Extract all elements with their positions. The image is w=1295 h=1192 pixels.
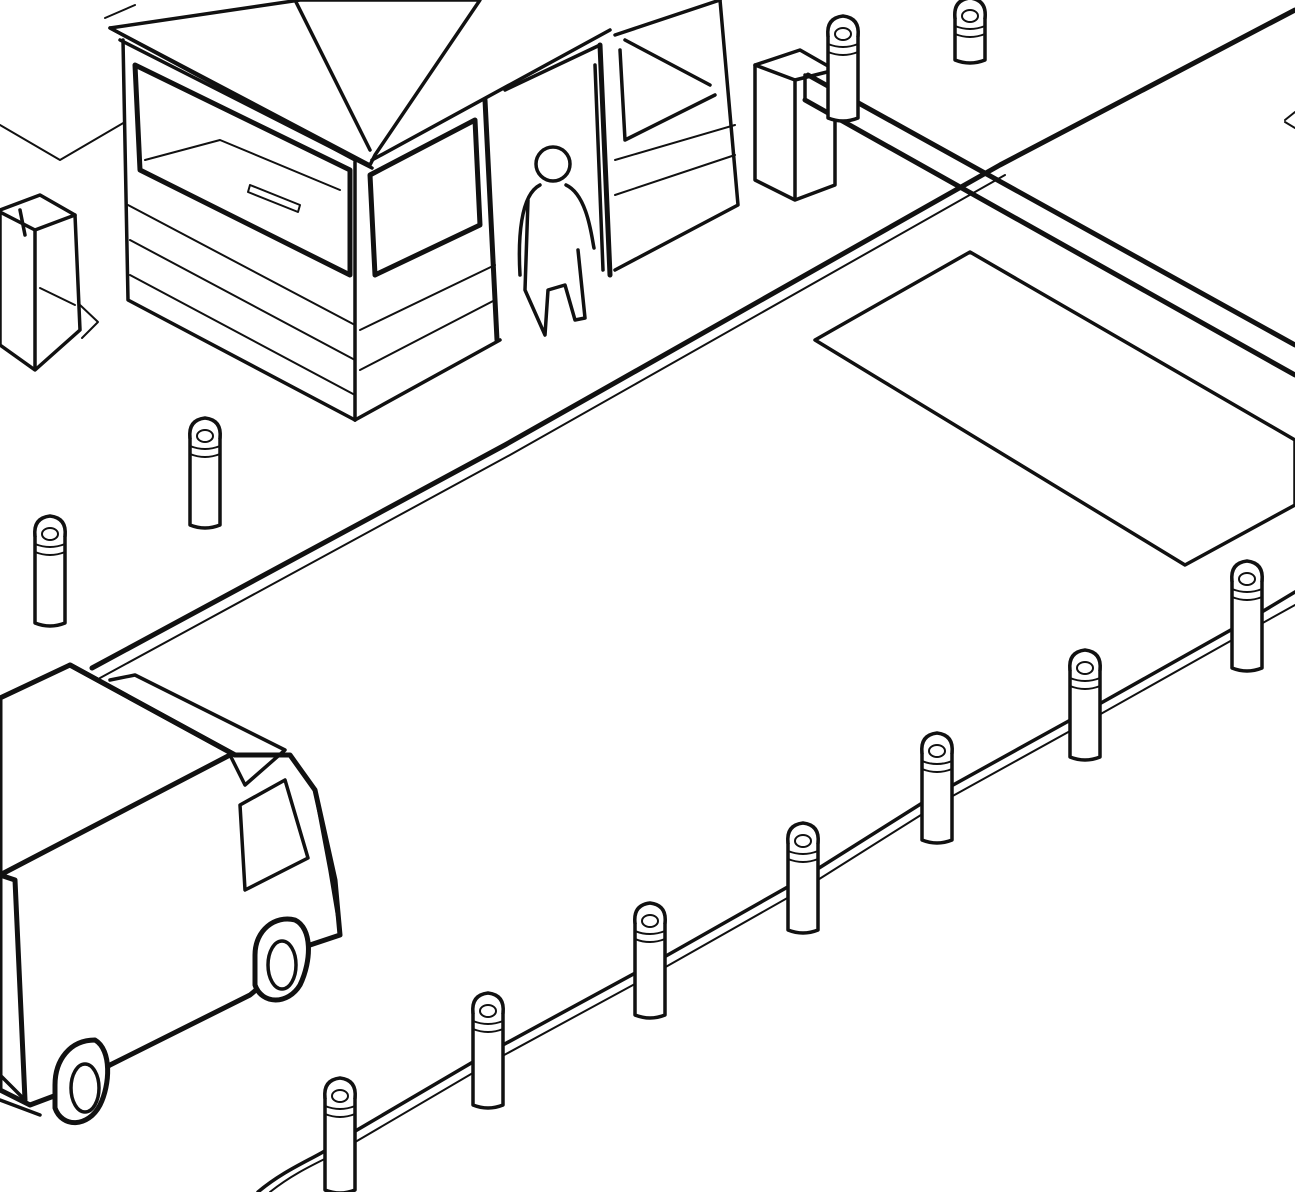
delivery-van <box>0 662 343 1126</box>
road-edge <box>89 7 1295 679</box>
bollard <box>471 991 505 1110</box>
bollard <box>1068 648 1102 762</box>
bollard <box>1230 559 1264 673</box>
bollard <box>826 14 860 123</box>
security-guard <box>517 145 596 337</box>
bollard <box>633 901 667 1020</box>
guard-booth <box>108 0 740 422</box>
plaza-outline <box>0 4 136 161</box>
electrical-box <box>0 193 99 372</box>
barrier-gate <box>753 48 1295 378</box>
bollard <box>920 731 954 845</box>
bollard <box>953 0 987 65</box>
road-marking <box>813 111 1295 567</box>
bollard-row <box>256 590 1295 1192</box>
bollard <box>33 514 67 628</box>
bollard <box>188 416 222 530</box>
bollard <box>786 821 820 935</box>
bollard <box>323 1076 357 1192</box>
bollards <box>33 0 1264 1192</box>
